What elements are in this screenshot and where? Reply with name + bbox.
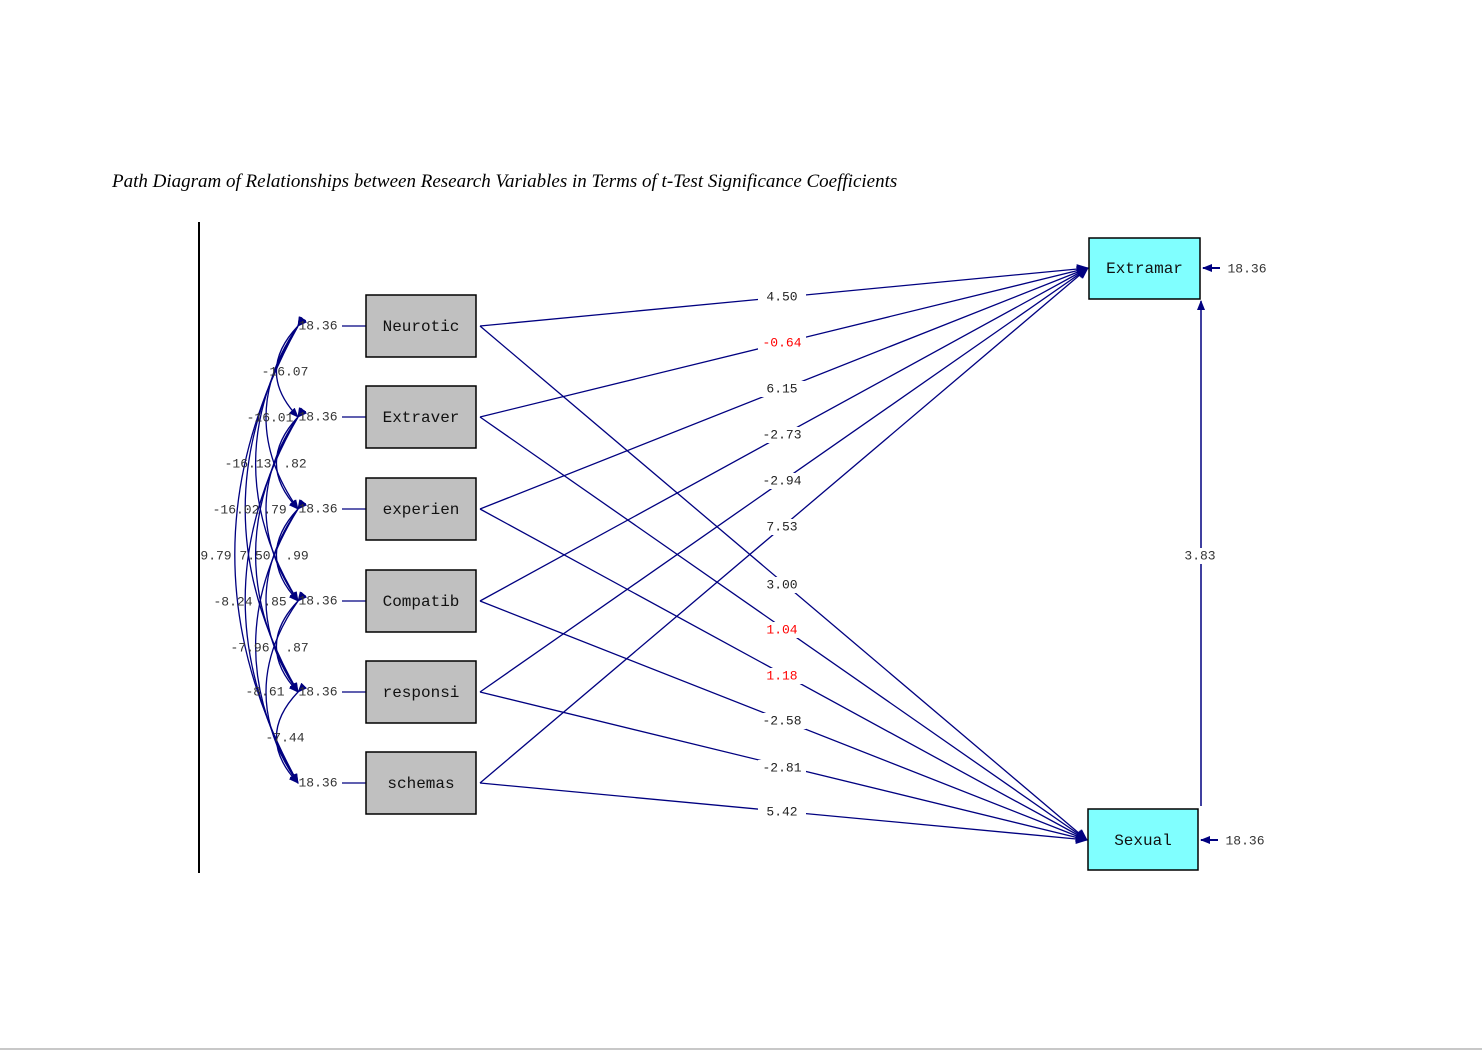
predictor-node-experien: experien (365, 477, 477, 541)
covariance-arc (265, 407, 307, 602)
path-label-bg (758, 577, 806, 593)
path-coefficient-label: 5.42 (766, 804, 797, 819)
predictor-box (365, 385, 477, 449)
covariance-arcs (234, 316, 308, 784)
outcome-error-label: 18.36 (1227, 261, 1266, 276)
path-coefficient-label: -2.81 (762, 760, 801, 775)
covariance-label: .85 (263, 594, 286, 609)
outcome-node-extramar: Extramar 18.36 (1088, 237, 1267, 300)
path-label-bg (758, 381, 806, 397)
covariance-arc (275, 682, 308, 784)
path-coefficient-label: 4.50 (766, 289, 797, 304)
path-label-bg (758, 668, 806, 684)
predictor-node-neurotic: Neurotic (365, 294, 477, 358)
path-coefficient-label: 7.53 (766, 519, 797, 534)
predictor-node-responsi: responsi (365, 660, 477, 724)
path-coefficient-label: -0.64 (762, 335, 801, 350)
covariance-label: .79 (263, 502, 286, 517)
predictor-label: experien (383, 501, 460, 519)
path-coefficient-label: 3.83 (1184, 548, 1215, 563)
error-variance-label: 18.36 (298, 501, 337, 516)
covariance-label: .87 (285, 640, 308, 655)
predictor-label: Compatib (383, 593, 460, 611)
bottom-divider (0, 1048, 1482, 1050)
covariance-label: -8.24 (213, 594, 252, 609)
path-coefficient-label: -2.94 (762, 473, 801, 488)
path-label-bg (758, 335, 806, 351)
path-coefficient-label: 1.18 (766, 668, 797, 683)
covariance-label: -7.96 (230, 640, 269, 655)
covariance-label: 7.50 (239, 548, 270, 563)
predictor-box (365, 660, 477, 724)
path-label-bg (758, 804, 806, 820)
predictor-node-compatib: Compatib (365, 569, 477, 633)
error-variance-label: 18.36 (298, 593, 337, 608)
path-label-bg (758, 713, 806, 729)
predictor-label: Extraver (383, 409, 460, 427)
path-label-bg (758, 427, 806, 443)
path-coefficient-label: -2.58 (762, 713, 801, 728)
error-variance-label: 18.36 (298, 775, 337, 790)
error-variance-label: 18.36 (298, 318, 337, 333)
outcome-label: Extramar (1106, 260, 1183, 278)
covariance-label: -16.02 (213, 502, 260, 517)
path-coefficient-label: 1.04 (766, 622, 797, 637)
outcome-box (1088, 237, 1201, 300)
path-label-bg (758, 519, 806, 535)
covariance-label: -16.07 (262, 364, 309, 379)
covariance-label: .99 (285, 548, 308, 563)
covariance-arc (265, 591, 307, 784)
path-label-bg (758, 473, 806, 489)
path-label-bg (758, 760, 806, 776)
path-label-bg (758, 289, 806, 305)
covariance-label: -16.13 (225, 456, 272, 471)
covariance-label: 9.79 (200, 548, 231, 563)
coefficient-labels: -16.07 -16.01 .82 -16.13 -16.02.79 9.79 7.50 .9… (200, 289, 1222, 820)
structural-paths (479, 264, 1205, 844)
covariance-label: -16.01 (247, 410, 294, 425)
covariance-label: -7.44 (265, 730, 304, 745)
figure-title: Path Diagram of Relationships between Re… (112, 171, 898, 192)
predictor-label: Neurotic (383, 318, 460, 336)
path-label-bg (758, 622, 806, 638)
outcome-label: Sexual (1114, 832, 1172, 850)
predictor-box (365, 569, 477, 633)
predictor-box (365, 751, 477, 815)
outcome-error-label: 18.36 (1225, 833, 1264, 848)
outcome-node-sexual: Sexual 18.36 (1087, 808, 1265, 871)
covariance-arc (254, 499, 307, 784)
predictor-label: responsi (383, 684, 460, 702)
path-coefficient-label: 6.15 (766, 381, 797, 396)
covariance-arc (265, 316, 307, 510)
predictor-box (365, 477, 477, 541)
outcome-box (1087, 808, 1199, 871)
path-label-bg (1180, 548, 1222, 564)
covariance-arc (265, 499, 307, 693)
predictor-label: schemas (387, 775, 454, 793)
covariance-label: .82 (283, 456, 306, 471)
covariance-label: -8.61 (245, 684, 284, 699)
predictor-node-schemas: schemas (365, 751, 477, 815)
predictor-box (365, 294, 477, 358)
error-variance-label: 18.36 (298, 684, 337, 699)
path-coefficient-label: -2.73 (762, 427, 801, 442)
predictor-node-extraver: Extraver (365, 385, 477, 449)
path-coefficient-label: 3.00 (766, 577, 797, 592)
error-variance-label: 18.36 (298, 409, 337, 424)
